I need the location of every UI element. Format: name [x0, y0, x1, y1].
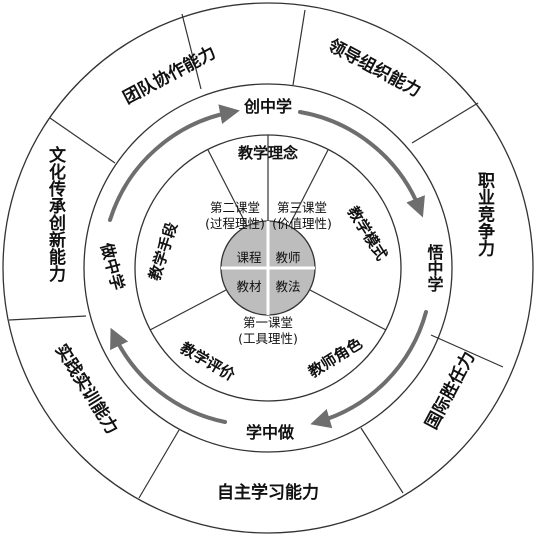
outer-label-vocation: 职业竞争力 — [474, 171, 495, 257]
teaching-label-mode: 教学模式 — [343, 202, 391, 263]
core-label-material: 教材 — [236, 279, 261, 294]
classroom-second-title: 第二课堂 — [210, 200, 260, 215]
core-label-method: 教法 — [275, 279, 300, 294]
classroom-third-title: 第三课堂 — [277, 200, 327, 215]
arrow-doing-to-create — [108, 104, 240, 222]
core-label-teacher: 教师 — [275, 250, 300, 265]
outer-label-selflearn: 自主学习能力 — [217, 482, 319, 503]
loop-label-learndo: 学中做 — [246, 423, 295, 442]
core-label-course: 课程 — [236, 250, 262, 265]
teaching-ring-dividers — [149, 135, 387, 331]
outer-label-team: 团队协作能力 — [119, 42, 219, 108]
teaching-label-means: 教学手段 — [145, 220, 181, 284]
classroom-first-title: 第一课堂 — [243, 315, 293, 330]
arrow-create-to-realize — [298, 110, 425, 218]
teaching-label-evaluation: 教学评价 — [176, 338, 239, 385]
outer-label-culture: 文化传承创新能力 — [45, 145, 67, 283]
arrow-realize-to-learndo — [310, 310, 428, 429]
learning-loop-arrows — [108, 104, 428, 429]
teaching-label-role: 教师角色 — [304, 334, 365, 382]
outer-label-practice: 实践实训能力 — [51, 340, 123, 438]
teaching-label-concept: 教学理念 — [237, 144, 298, 162]
loop-label-create: 创中学 — [243, 97, 292, 116]
core-dividers — [221, 221, 315, 315]
outer-ring-dividers — [8, 9, 504, 499]
outer-label-leadership: 领导组织能力 — [325, 35, 425, 101]
classroom-second-sub: (过程理性) — [205, 216, 265, 231]
loop-label-realize: 悟中学 — [425, 243, 444, 293]
loop-label-doing: 做中学 — [97, 240, 128, 292]
classroom-third-sub: (价值理性) — [272, 216, 332, 231]
classroom-first-sub: (工具理性) — [238, 331, 298, 346]
outer-label-intl: 国际胜任力 — [421, 348, 479, 433]
loop-ring — [83, 83, 453, 453]
arrow-learndo-to-doing — [110, 327, 227, 424]
